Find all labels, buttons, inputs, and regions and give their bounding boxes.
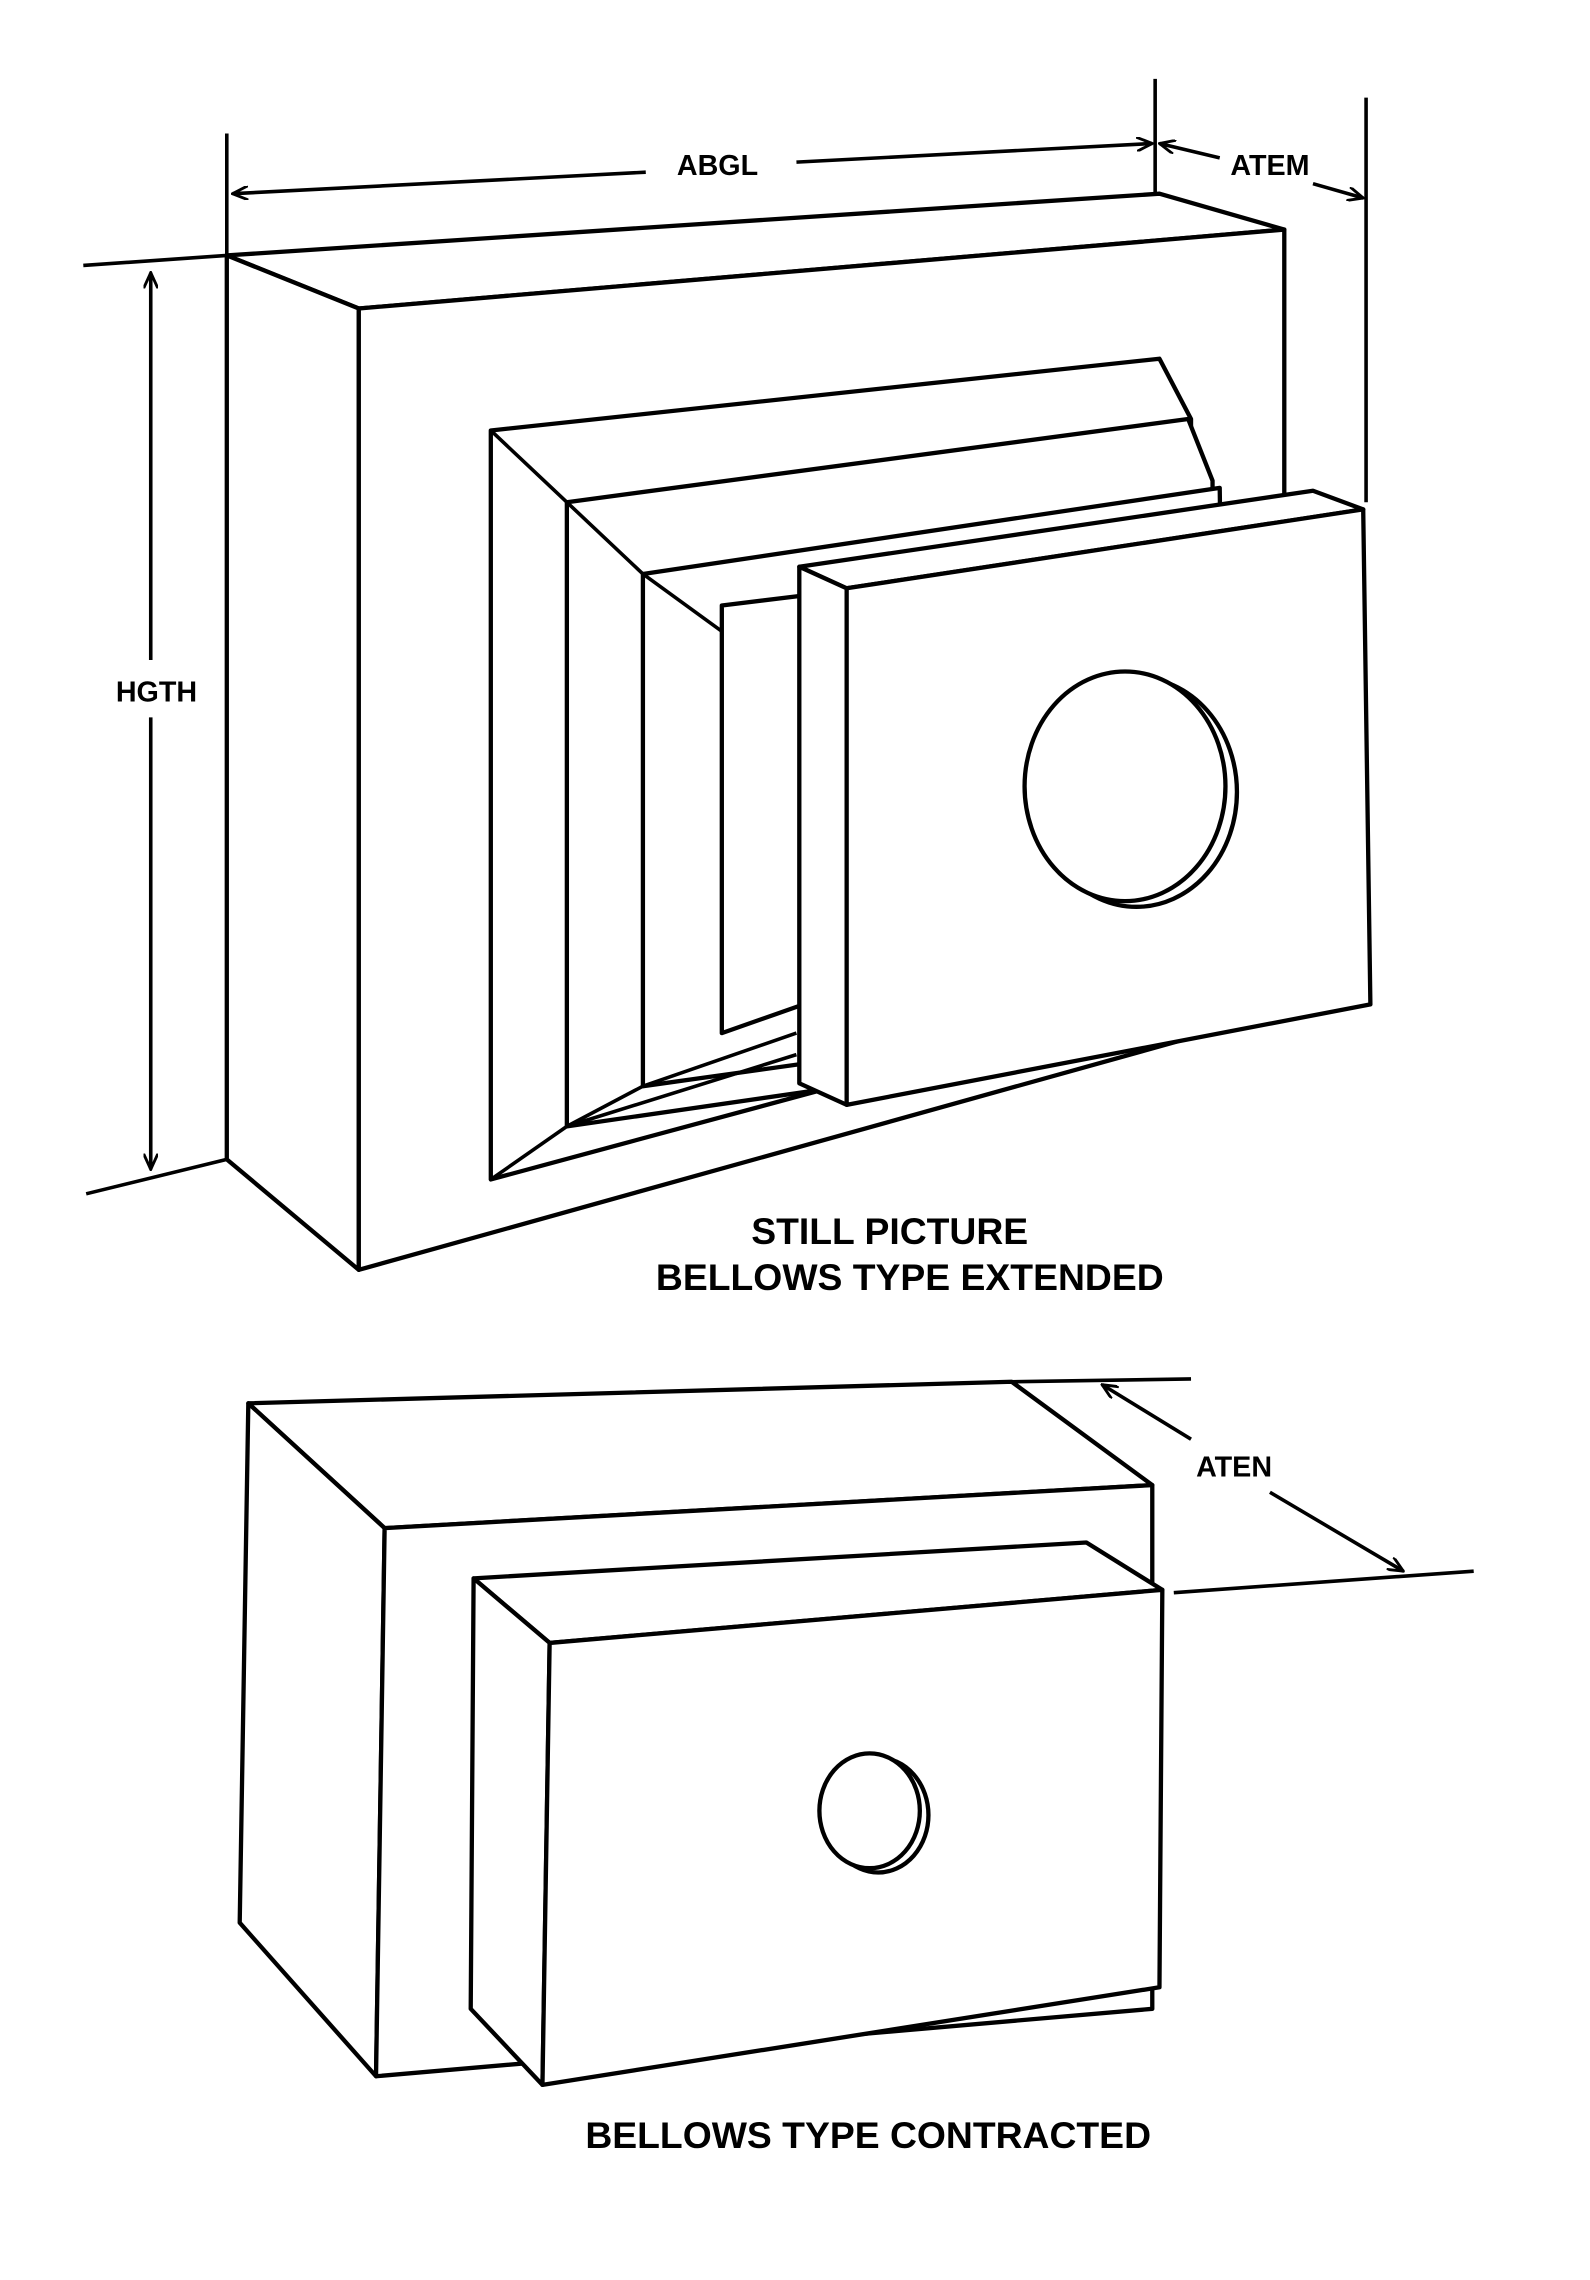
atem-label: ATEM <box>1230 150 1309 182</box>
abgl-arrow-left <box>233 170 646 194</box>
lensboard-left-face <box>797 564 849 1107</box>
aten-arrow-down <box>1269 1490 1403 1571</box>
extension-line <box>85 1157 228 1196</box>
lensboard-left-face <box>468 1576 552 2088</box>
abgl-arrow-right <box>796 143 1152 164</box>
atem-arrow-right <box>1312 181 1363 198</box>
bellows-fold-4 <box>719 593 806 1036</box>
lens-opening <box>817 1751 922 1871</box>
bellows-edge <box>641 572 723 633</box>
bellows-edge <box>642 1031 798 1088</box>
contracted-dimensions: ATEN <box>1011 1377 1474 1595</box>
contracted-camera <box>237 1379 1165 2088</box>
bellows-edge <box>566 1084 644 1128</box>
frame-left-face <box>224 253 361 1273</box>
bellows-edge <box>566 1052 797 1129</box>
lens-opening <box>1022 669 1228 904</box>
bellows-edge <box>489 429 569 504</box>
hgth-label: HGTH <box>116 677 197 709</box>
extended-camera <box>224 191 1373 1273</box>
abgl-label: ABGL <box>677 150 758 182</box>
caption-bellows-extended: BELLOWS TYPE EXTENDED <box>656 1256 1164 1298</box>
atem-arrow-left <box>1159 143 1221 160</box>
bellows-edge <box>565 500 645 576</box>
aten-arrow-up <box>1102 1385 1192 1441</box>
bellows-edge <box>489 1124 568 1181</box>
caption-still-picture: STILL PICTURE <box>751 1210 1028 1252</box>
extension-line <box>1011 1377 1192 1384</box>
aten-label: ATEN <box>1196 1451 1272 1483</box>
extension-line <box>83 253 227 268</box>
extension-line <box>1173 1569 1474 1595</box>
caption-bellows-contracted: BELLOWS TYPE CONTRACTED <box>585 2114 1151 2156</box>
extended-dimensions: ABGL ATEM HGTH <box>83 78 1368 1196</box>
